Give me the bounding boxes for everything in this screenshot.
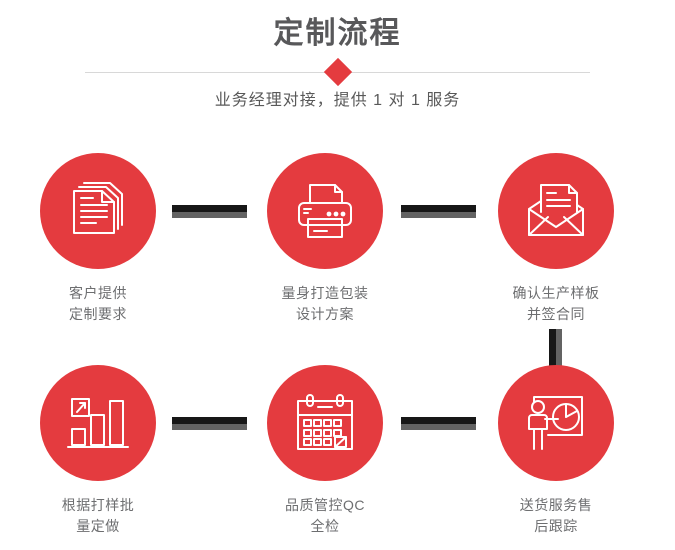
- connector-bar-light: [556, 329, 562, 369]
- bar-chart-growth-icon: [66, 391, 130, 455]
- flow-step-5[interactable]: 品质管控QC 全检: [235, 365, 415, 537]
- flow-step-4-label: 根据打样批 量定做: [61, 497, 135, 534]
- title-divider: [85, 57, 590, 87]
- flow-step-2-circle: [267, 153, 383, 269]
- connector-step3-step6: [549, 329, 562, 369]
- connector-bar-light: [401, 424, 476, 430]
- flow-step-1-circle: [40, 153, 156, 269]
- connector-bar-light: [172, 424, 247, 430]
- connector-bar-dark: [172, 417, 247, 424]
- calendar-check-icon: [293, 391, 357, 455]
- page-subtitle: 业务经理对接，提供 1 对 1 服务: [214, 92, 461, 109]
- flow-step-2-label: 量身打造包装 设计方案: [281, 285, 369, 322]
- flow-step-4[interactable]: 根据打样批 量定做: [8, 365, 188, 537]
- flow-step-3-circle: [498, 153, 614, 269]
- flow-step-5-circle: [267, 365, 383, 481]
- connector-bar-dark: [401, 417, 476, 424]
- connector-bar-dark: [172, 205, 247, 212]
- open-envelope-letter-icon: [524, 179, 588, 243]
- flow-step-1[interactable]: 客户提供 定制要求: [8, 153, 188, 325]
- flow-step-3[interactable]: 确认生产样板 并签合同: [466, 153, 646, 325]
- process-flow-diagram: 客户提供 定制要求 量身打造包装 设计方案: [0, 135, 675, 550]
- diamond-icon: [323, 57, 353, 87]
- connector-bar-dark: [401, 205, 476, 212]
- connector-step1-step2: [172, 205, 247, 218]
- connector-step5-step6: [401, 417, 476, 430]
- flow-step-4-circle: [40, 365, 156, 481]
- flow-step-3-label: 确认生产样板 并签合同: [512, 285, 600, 322]
- flow-step-1-label: 客户提供 定制要求: [69, 285, 127, 322]
- flow-step-6-circle: [498, 365, 614, 481]
- page-header: 定制流程 业务经理对接，提供 1 对 1 服务: [0, 0, 675, 135]
- flow-step-2[interactable]: 量身打造包装 设计方案: [235, 153, 415, 325]
- flow-step-5-label: 品质管控QC 全检: [285, 497, 365, 534]
- connector-step2-step3: [401, 205, 476, 218]
- connector-bar-dark: [549, 329, 556, 369]
- connector-bar-light: [172, 212, 247, 218]
- flow-step-6[interactable]: 送货服务售 后跟踪: [466, 365, 646, 537]
- page-title: 定制流程: [273, 17, 402, 50]
- connector-bar-light: [401, 212, 476, 218]
- flow-step-6-label: 送货服务售 后跟踪: [519, 497, 593, 534]
- printer-icon: [293, 179, 357, 243]
- documents-stack-icon: [66, 179, 130, 243]
- presenter-pie-chart-icon: [524, 391, 588, 455]
- connector-step4-step5: [172, 417, 247, 430]
